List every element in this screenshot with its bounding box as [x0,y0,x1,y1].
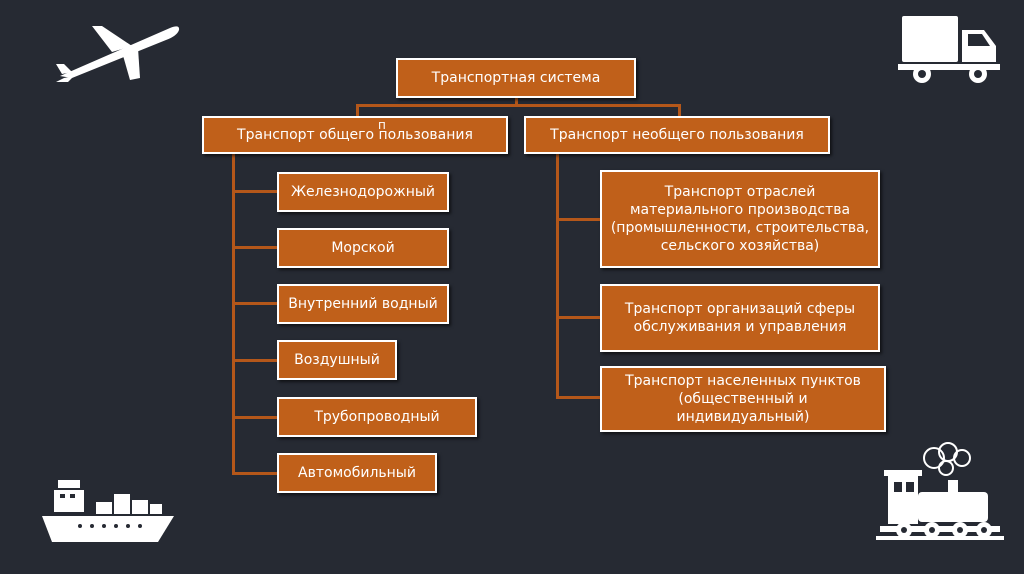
node-pipeline: Трубопроводный [277,397,477,437]
connector-left-item-3 [232,302,278,305]
branch-public-label: Транспорт общего пользования [237,127,473,143]
connector-right-item-3 [556,396,602,399]
branch-public-transport: Транспорт общего пользования [202,116,508,154]
node-industry-transport: Транспорт отраслей материального произво… [600,170,880,268]
connector-left-item-2 [232,246,278,249]
connector-left-item-1 [232,190,278,193]
node-inland-water: Внутренний водный [277,284,449,324]
connector-root-left-drop [356,104,359,116]
connector-root-horizontal [356,104,681,107]
node-railway: Железнодорожный [277,172,449,212]
node-sea: Морской [277,228,449,268]
ship-icon [42,480,174,542]
connector-left-trunk [232,154,235,474]
truck-icon [898,16,1000,83]
connector-left-item-4 [232,359,278,362]
connector-root-right-drop [678,104,681,116]
branch-public-overlay-mark: п [378,118,386,132]
connector-right-item-1 [556,218,602,221]
node-settlements-transport: Транспорт населенных пунктов (общественн… [600,366,886,432]
locomotive-icon [876,442,1004,540]
connector-right-item-2 [556,316,602,319]
node-automobile: Автомобильный [277,453,437,493]
branch-nonpublic-transport: Транспорт необщего пользования [524,116,830,154]
airplane-icon [56,26,180,82]
connector-left-item-6 [232,472,278,475]
connector-right-trunk [556,154,559,398]
node-services-transport: Транспорт организаций сферы обслуживания… [600,284,880,352]
root-node: Транспортная система [396,58,636,98]
connector-root-down [515,98,518,106]
node-air: Воздушный [277,340,397,380]
connector-left-item-5 [232,416,278,419]
